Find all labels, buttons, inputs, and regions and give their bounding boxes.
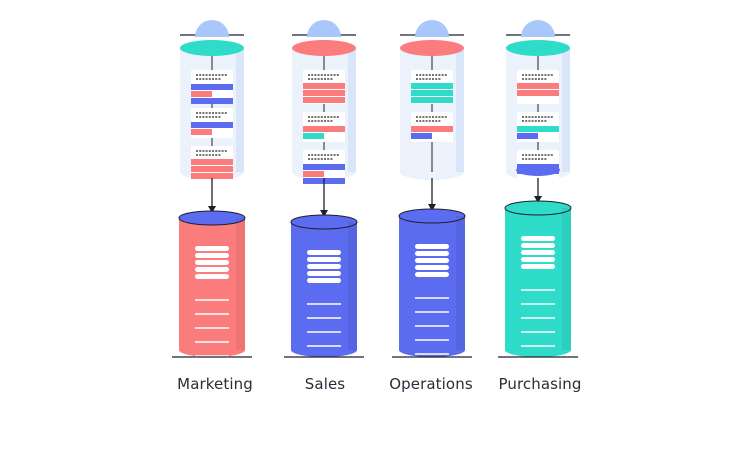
db-disc — [195, 246, 229, 251]
db-top — [178, 210, 246, 226]
doc-row — [303, 97, 345, 103]
database-cylinder — [398, 208, 466, 357]
doc-block — [191, 146, 233, 180]
doc-block — [517, 70, 559, 104]
doc-row — [303, 164, 345, 170]
doc-row — [411, 126, 453, 132]
doc-block — [411, 112, 453, 142]
label-operations: Operations — [389, 375, 473, 393]
db-shade — [348, 222, 357, 350]
dome — [521, 20, 555, 37]
arrow-head — [428, 204, 436, 211]
db-body — [399, 216, 465, 357]
db-disc — [415, 258, 449, 263]
arrow-head — [208, 206, 216, 213]
db-disc — [415, 244, 449, 249]
top-cap — [180, 40, 244, 56]
db-disc — [307, 271, 341, 276]
dome — [307, 20, 341, 37]
doc-row — [411, 133, 432, 139]
db-body — [505, 208, 571, 357]
db-disc — [307, 257, 341, 262]
doc-row — [191, 159, 233, 165]
db-disc — [521, 264, 555, 269]
db-shade — [456, 216, 465, 350]
database-cylinder — [290, 214, 358, 361]
db-disc — [521, 257, 555, 262]
db-disc — [521, 243, 555, 248]
db-shade — [236, 218, 245, 350]
doc-row — [191, 173, 233, 179]
doc-row — [411, 97, 453, 103]
doc-row — [303, 83, 345, 89]
db-disc — [307, 278, 341, 283]
doc-row — [303, 126, 345, 132]
doc-row — [191, 129, 212, 135]
doc-block — [303, 70, 345, 104]
doc-row — [191, 166, 233, 172]
db-disc — [521, 250, 555, 255]
doc-row — [191, 84, 233, 90]
doc-row — [517, 133, 538, 139]
label-purchasing: Purchasing — [498, 375, 582, 393]
doc-block — [411, 70, 453, 104]
doc-row — [191, 91, 212, 97]
doc-row — [411, 83, 453, 89]
db-disc — [195, 260, 229, 265]
doc-block — [517, 112, 559, 142]
arrow-head — [320, 210, 328, 217]
silo-purchasing — [498, 20, 578, 358]
db-disc — [195, 253, 229, 258]
db-body — [291, 222, 357, 357]
silo-operations — [392, 20, 472, 358]
top-cap — [506, 40, 570, 56]
dome — [195, 20, 229, 37]
database-cylinder — [178, 210, 246, 357]
doc-block — [303, 112, 345, 142]
doc-row — [411, 90, 453, 96]
db-top — [504, 200, 572, 216]
db-top — [398, 208, 466, 224]
db-disc — [195, 267, 229, 272]
db-disc — [195, 274, 229, 279]
top-cap — [292, 40, 356, 56]
doc-row — [517, 90, 559, 96]
db-body — [179, 218, 245, 357]
db-disc — [521, 236, 555, 241]
database-cylinder — [504, 200, 572, 357]
doc-row — [191, 122, 233, 128]
label-marketing: Marketing — [177, 375, 253, 393]
silo-marketing — [172, 20, 252, 358]
db-disc — [415, 251, 449, 256]
db-disc — [415, 265, 449, 270]
dome — [415, 20, 449, 37]
db-disc — [415, 272, 449, 277]
db-disc — [307, 250, 341, 255]
glass-shade — [562, 48, 570, 172]
glass-shade — [236, 48, 244, 172]
doc-row — [303, 171, 324, 177]
db-shade — [562, 208, 571, 350]
doc-row — [517, 126, 559, 132]
doc-row — [517, 83, 559, 89]
db-top — [290, 214, 358, 230]
doc-row — [303, 133, 324, 139]
glass-shade — [348, 48, 356, 172]
inner-disk — [516, 164, 560, 176]
doc-row — [191, 98, 233, 104]
top-cap — [400, 40, 464, 56]
db-disc — [307, 264, 341, 269]
label-sales: Sales — [304, 375, 346, 393]
doc-row — [303, 90, 345, 96]
doc-block — [191, 108, 233, 138]
glass-shade — [456, 48, 464, 172]
arrow-head — [534, 196, 542, 203]
doc-block — [191, 70, 233, 104]
silo-sales — [284, 20, 364, 361]
